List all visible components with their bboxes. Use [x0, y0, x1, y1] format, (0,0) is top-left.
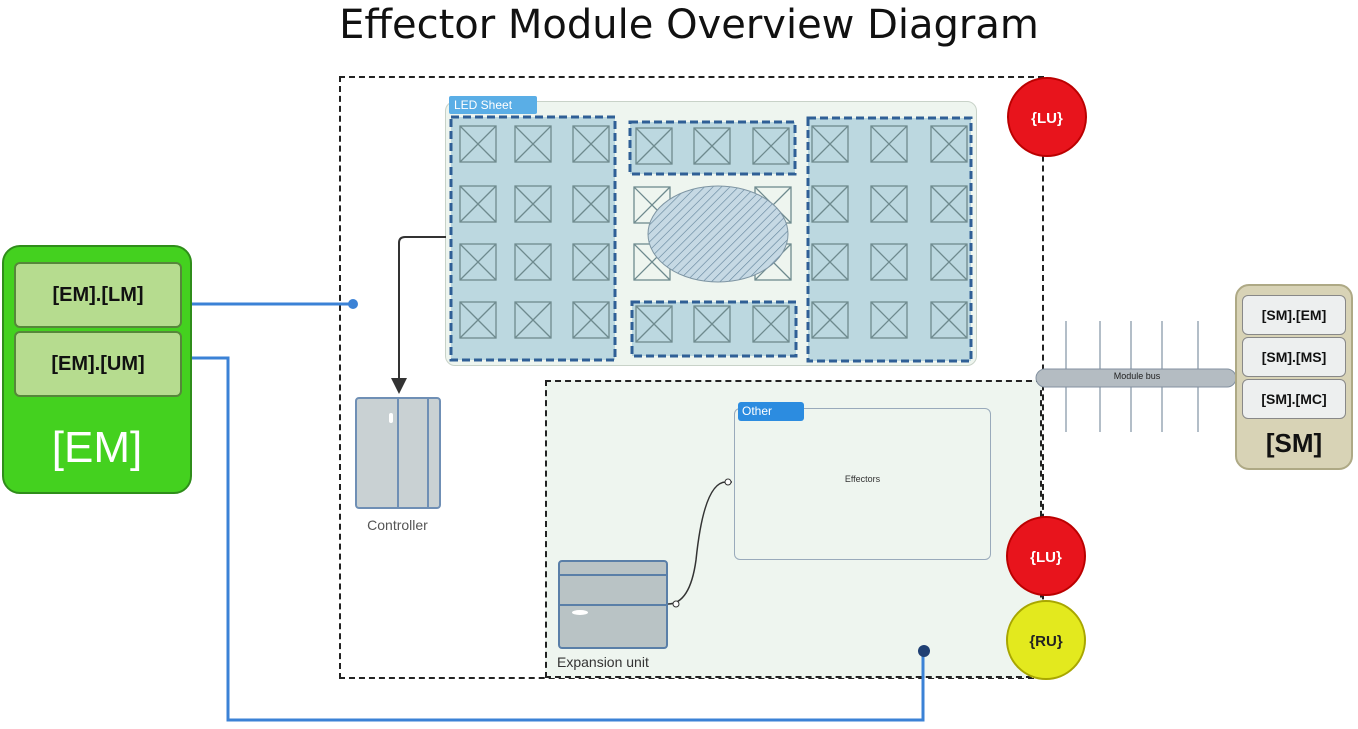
um-connector-line	[182, 356, 925, 722]
led-tile-cross	[870, 125, 908, 163]
led-tile	[514, 125, 552, 163]
led-tile-cross	[930, 243, 968, 281]
led-tile-cross	[635, 305, 673, 343]
led-tile-cross	[811, 301, 849, 339]
led-tile-cross	[930, 125, 968, 163]
sm-mc-block: [SM].[MC]	[1242, 379, 1346, 419]
led-tile	[870, 301, 908, 339]
led-tile-cross	[811, 185, 849, 223]
led-tile	[870, 125, 908, 163]
led-tile	[811, 243, 849, 281]
led-tile	[930, 125, 968, 163]
led-tile-cross	[459, 125, 497, 163]
controller-label: Controller	[367, 517, 428, 533]
ru-unit-bottom: {RU}	[1006, 600, 1086, 680]
led-tile-group-left	[449, 115, 617, 362]
led-tile-cross	[752, 127, 790, 165]
led-tile	[870, 243, 908, 281]
led-tile	[459, 125, 497, 163]
led-sheet-tag: LED Sheet	[449, 96, 537, 114]
led-tile-cross	[752, 305, 790, 343]
led-tile-cross	[870, 301, 908, 339]
led-tile	[635, 127, 673, 165]
led-ellipse-zone	[647, 185, 789, 283]
led-tile-cross	[514, 301, 552, 339]
wire-port-end	[724, 478, 732, 486]
sm-em-block: [SM].[EM]	[1242, 295, 1346, 335]
lu-unit-bottom: {LU}	[1006, 516, 1086, 596]
led-tile-cross	[930, 301, 968, 339]
led-tile	[752, 127, 790, 165]
led-tile	[811, 125, 849, 163]
led-tile	[572, 243, 610, 281]
led-tile	[693, 127, 731, 165]
um-connector-dot	[918, 645, 930, 657]
lu-unit-top: {LU}	[1007, 77, 1087, 157]
sm-ms-block: [SM].[MS]	[1242, 337, 1346, 377]
led-tile	[693, 305, 731, 343]
led-tile	[514, 301, 552, 339]
em-lm-block: [EM].[LM]	[14, 262, 182, 328]
led-to-controller-wire	[391, 236, 446, 394]
led-tile	[459, 301, 497, 339]
led-tile-cross	[459, 243, 497, 281]
led-tile	[514, 243, 552, 281]
led-tile	[459, 243, 497, 281]
led-tile-cross	[870, 243, 908, 281]
led-tile-cross	[572, 301, 610, 339]
led-tile-cross	[514, 185, 552, 223]
led-tile-cross	[572, 125, 610, 163]
led-tile	[811, 185, 849, 223]
led-tile	[930, 301, 968, 339]
led-tile-cross	[811, 243, 849, 281]
led-tile-cross	[572, 243, 610, 281]
led-tile-cross	[693, 127, 731, 165]
expansion-unit-label: Expansion unit	[557, 654, 649, 670]
led-tile-cross	[870, 185, 908, 223]
led-tile-group-center-top	[628, 120, 797, 176]
other-group-box	[734, 408, 991, 560]
led-tile-cross	[693, 305, 731, 343]
led-tile-group-center-bottom	[630, 300, 798, 358]
expansion-to-effectors-wire	[667, 481, 732, 605]
led-tile-cross	[811, 125, 849, 163]
led-tile	[930, 185, 968, 223]
led-tile-cross	[459, 301, 497, 339]
led-tile	[752, 305, 790, 343]
controller-device	[355, 397, 441, 509]
led-tile-cross	[459, 185, 497, 223]
led-tile-cross	[635, 127, 673, 165]
sm-module-label: [SM]	[1265, 428, 1323, 458]
em-module-label: [EM]	[51, 423, 143, 472]
led-tile-cross	[514, 125, 552, 163]
diagram-title: Effector Module Overview Diagram	[339, 2, 1039, 48]
expansion-unit-device	[558, 560, 668, 649]
led-tile-cross	[514, 243, 552, 281]
led-tile	[930, 243, 968, 281]
wire-port-start	[672, 600, 680, 608]
led-tile	[572, 185, 610, 223]
led-tile-cross	[930, 185, 968, 223]
led-tile	[635, 305, 673, 343]
other-tag: Other	[738, 402, 804, 421]
effectors-label: Effectors	[844, 474, 881, 484]
em-um-block: [EM].[UM]	[14, 331, 182, 397]
led-tile	[572, 301, 610, 339]
module-bus-label: Module bus	[1113, 371, 1161, 381]
led-tile	[514, 185, 552, 223]
led-tile	[459, 185, 497, 223]
led-tile-group-right	[806, 116, 973, 363]
lm-connector-dot	[348, 299, 358, 309]
led-tile-cross	[572, 185, 610, 223]
led-tile	[870, 185, 908, 223]
led-tile	[811, 301, 849, 339]
led-tile	[572, 125, 610, 163]
